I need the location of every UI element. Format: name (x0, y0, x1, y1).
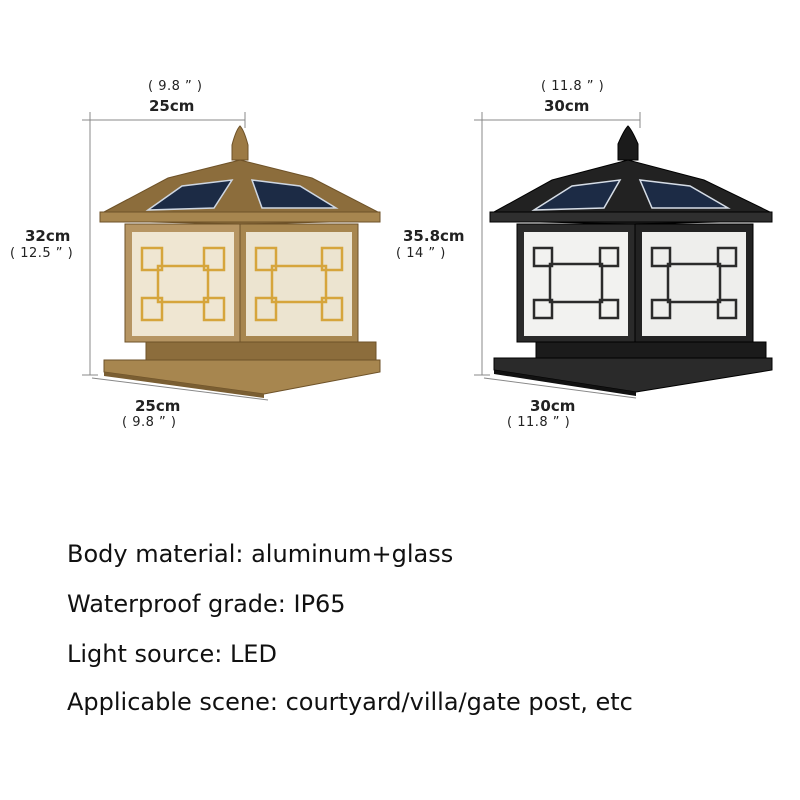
left-top-width-inches: ( 9.8 ” ) (148, 79, 203, 94)
right-height-inches: ( 14 ” ) (396, 246, 446, 261)
black-lamp-illustration (474, 112, 773, 399)
right-dimension-lines (474, 112, 641, 399)
right-height-cm: 35.8cm (403, 227, 465, 245)
bronze-lamp-illustration (82, 112, 381, 401)
spec-applicable-scene: Applicable scene: courtyard/villa/gate p… (67, 688, 633, 716)
right-top-width-inches: ( 11.8 ” ) (541, 79, 605, 94)
left-height-inches: ( 12.5 ” ) (10, 246, 74, 261)
right-base-width-inches: ( 11.8 ” ) (507, 415, 571, 430)
left-height-cm: 32cm (25, 227, 71, 245)
spec-waterproof-grade: Waterproof grade: IP65 (67, 590, 346, 618)
spec-body-material: Body material: aluminum+glass (67, 540, 454, 568)
right-base-width-cm: 30cm (530, 397, 576, 415)
left-dimension-lines (82, 112, 269, 401)
spec-light-source: Light source: LED (67, 640, 277, 668)
left-base-width-inches: ( 9.8 ” ) (122, 415, 177, 430)
left-base-width-cm: 25cm (135, 397, 181, 415)
right-top-width-cm: 30cm (544, 97, 590, 115)
left-top-width-cm: 25cm (149, 97, 195, 115)
